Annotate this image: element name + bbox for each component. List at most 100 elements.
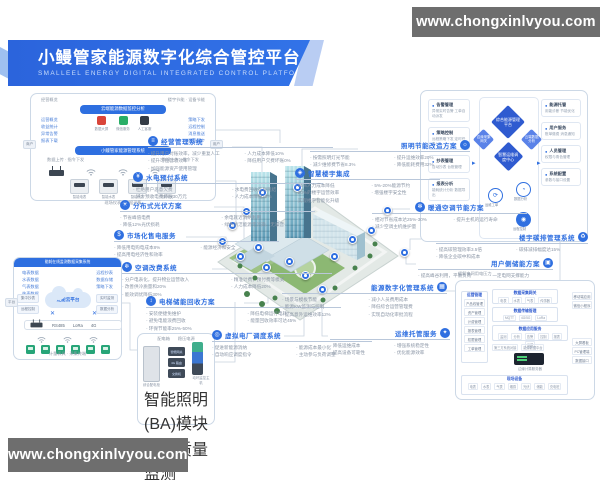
arrow-right-icon: ▸ xyxy=(537,160,541,167)
callout-heading: 运维托管服务 xyxy=(395,331,437,338)
callout-bullet: 碳排减排幅度达15% xyxy=(516,246,588,253)
callout-bullet: 相对节省成本达25%-30% xyxy=(372,216,446,223)
workorder-node-icon: ⟳ xyxy=(488,188,503,203)
callout-bullet: 促进新能源消纳 xyxy=(212,344,288,351)
callout-bullet: 环保节能率25%-50% xyxy=(146,325,240,332)
cloud-monitor-pill: 云端能源数据监控分析 xyxy=(80,104,166,114)
tag-list: 集中抄表远程控制 xyxy=(17,294,39,316)
callout-om-hosting: ✦运维托管服务 降低运维成本提高设备可靠性增强系统稳定性优化能源效率 xyxy=(330,328,450,357)
callout-ac-billing: ❄空调改费系统 分户电表化，提升物业运营收入改善供冷质量和20%能效调优降低30… xyxy=(122,262,332,298)
page-subtitle: SMALLEEL ENERGY DIGITAL INTEGRATED CONTR… xyxy=(38,70,309,78)
analysis-node-icon: ◔ xyxy=(516,182,531,197)
retail-icon: $ xyxy=(114,230,124,240)
topology-item: 控制 xyxy=(538,333,549,340)
callout-bullet: 精准计费，预付费等模式 xyxy=(231,276,332,283)
callout-bullet: 减少空调主机维护量 xyxy=(372,223,446,230)
data-list: 远程抄表数据存储策略下发 xyxy=(96,270,113,290)
callout-bullet: 降低综合运营管理费 xyxy=(369,303,448,310)
vpp-icon: ◎ xyxy=(212,330,222,340)
topology-item: 气表 xyxy=(524,297,536,304)
callout-bullet: 一定电网支撑能力 xyxy=(490,272,554,279)
callout-bullet: 能量回收效率可达45% xyxy=(248,317,342,324)
diamond-dispatch: 智慧运维调度中心 xyxy=(493,141,524,172)
data-flow-label: 数据上传 · 指令下发 xyxy=(47,157,85,163)
callout-heading: 经营管理系统 xyxy=(161,139,203,146)
callout-heading: 空调改费系统 xyxy=(135,265,177,272)
callout-bullet: 水电费回收实现现结 xyxy=(232,186,323,193)
storage-icon: ▣ xyxy=(543,258,553,268)
callout-bullet: 绿色清洁能源无污染、无噪音 xyxy=(222,221,316,228)
callout-bullet: 能效调优降低30% xyxy=(122,291,223,298)
green-meter-icon xyxy=(40,345,50,354)
topology-item: 分析 xyxy=(511,333,522,340)
map-pin-icon xyxy=(330,252,339,261)
callout-heading: 分布式光伏方案 xyxy=(133,203,182,210)
tag-list: 实时监测数据分析 xyxy=(96,294,118,316)
topology-item: 报表 xyxy=(551,333,562,340)
digital-icon: ▦ xyxy=(437,282,447,292)
callout-distributed-pv: ☀分布式光伏方案 节省峰值电费降低12%光伏损耗余电就近消纳利用绿色清洁能源无污… xyxy=(120,200,315,229)
mid-tags: 第三方系统对接能源数据中台 xyxy=(492,344,545,351)
topology-item: LoRa xyxy=(535,315,548,321)
callout-bullet: 减小人员费用成本 xyxy=(369,296,448,303)
callout-bullet: 提高意外运维效率12% xyxy=(282,311,361,318)
callout-bullet: 安装便捷免维护 xyxy=(146,310,240,317)
callout-heading: 照明节能改造方案 xyxy=(401,143,457,150)
gateway-icon xyxy=(30,319,43,328)
callout-bullet: 分户电表化，提升物业运营收入 xyxy=(122,276,223,283)
data-list: 电表数据水表数据气表数据热表数据 xyxy=(22,270,39,296)
title-banner: 小鳗管家能源数字化综合管控平台 SMALLEEL ENERGY DIGITAL … xyxy=(8,40,310,86)
callout-bullet: 能源成本最小化 xyxy=(296,344,372,351)
callout-bullet: 人力成本降低20% xyxy=(231,283,332,290)
callout-prepaid-utility: ¥水电预付系统 杜绝用户恶意欠费减少预收电费坏账30万元水电费回收实现现结人力成… xyxy=(133,172,323,201)
callout-bullet: 实现楼宇智能化升级 xyxy=(295,197,364,204)
callout-bullet: 降低电梯运行电耗 xyxy=(248,310,342,317)
feature-list: 运营概览收益统计异常告警报表下载 xyxy=(41,116,58,144)
topology-item: 烟感 xyxy=(507,383,519,390)
meter-device xyxy=(70,179,89,194)
topology-item: 水表 xyxy=(511,297,522,304)
callout-heading: 用户侧储能方案 xyxy=(491,261,540,268)
topology-item: 储能 xyxy=(534,383,545,390)
callout-heading: 暖通空调节能方案 xyxy=(428,205,484,212)
map-pin-icon xyxy=(262,263,271,272)
callout-bullet: 降低12%光伏损耗 xyxy=(120,221,214,228)
green-meter-icon xyxy=(55,345,65,354)
callout-heading: 虚拟电厂调度系统 xyxy=(225,333,281,340)
callout-bullet: 避免电能浪费回收 xyxy=(146,317,240,324)
callout-heading: 楼宇碳排管理系统 xyxy=(519,235,575,242)
callout-power-retail: $市场化售电服务 降低用电购电成本8%提高用电经济性和效率能源经济和安全 xyxy=(114,230,279,259)
callout-bullet: 20%的楼宇运营效率 xyxy=(295,189,364,196)
building-icon: ◈ xyxy=(295,168,305,178)
box-title: 数据采集网关 xyxy=(513,291,537,295)
callout-smart-building: ◈智慧楼宇集成 25%人力成本降低20%的楼宇运营效率实现楼宇智能化升级5%-2… xyxy=(295,168,440,204)
callout-bullet: 提高峰谷利用，平衡负荷 xyxy=(418,272,482,279)
callout-hvac-saving: ✻暖通空调节能方案 相对节省成本达25%-30%减少空调主机维护量提升主机的运行… xyxy=(372,202,527,231)
callout-bullet: 增强系统稳定性 xyxy=(394,342,450,349)
box-title: 数据应用服务 xyxy=(518,327,542,331)
protocol-label: RS485 xyxy=(52,322,65,328)
callout-heading: 电梯储能回收方案 xyxy=(159,299,215,306)
callout-bullet: 自动响应调度指令 xyxy=(212,351,288,358)
callout-bullet: 减少维修费节省8.3% xyxy=(310,161,386,168)
topology-item: 电表 xyxy=(467,383,478,390)
callout-bullet: 加强能源资产使用管理 xyxy=(148,165,237,172)
callout-bullet: 降低运维成本 xyxy=(330,342,386,349)
callout-heading: 水电预付系统 xyxy=(146,175,188,182)
protocol-label: 4G xyxy=(90,322,97,328)
elevator-icon: ↕ xyxy=(146,296,156,306)
callout-bullet: 提高碳管理效率3.5倍 xyxy=(436,246,508,253)
topology-item: 4G/5G xyxy=(519,315,533,321)
callout-bullet: 能源经济和安全 xyxy=(201,244,280,251)
callout-bullet: 5%-20%能源节约 xyxy=(372,182,441,189)
map-pin-icon xyxy=(236,252,245,261)
app-layer-group: 移动端应用微信小程序 xyxy=(572,291,592,310)
map-pin-icon xyxy=(348,235,357,244)
